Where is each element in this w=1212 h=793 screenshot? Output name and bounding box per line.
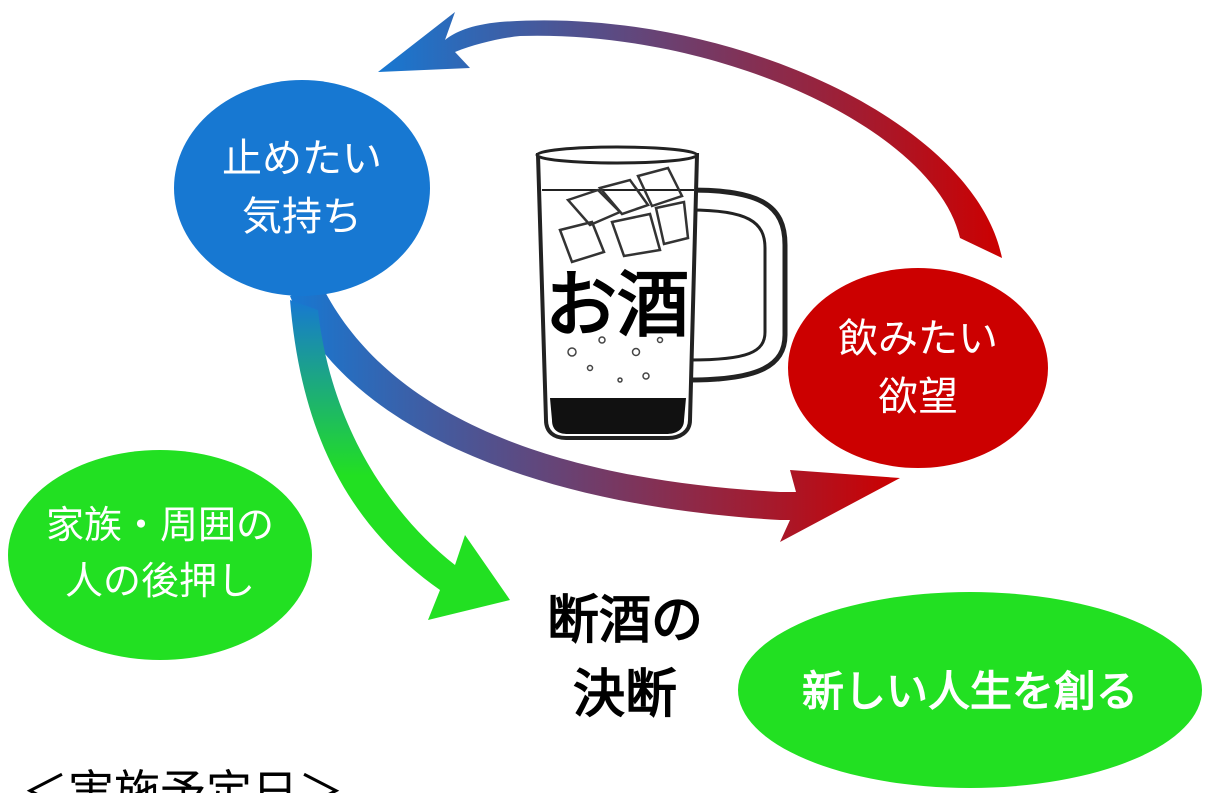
node-drink-line-2: 欲望: [878, 374, 958, 420]
arrow-drink-to-quit: [378, 12, 1002, 258]
beer-mug-icon: [535, 145, 788, 440]
node-drink-line-1: 飲みたい: [838, 316, 998, 362]
decision-label: 断酒の 決断: [547, 591, 703, 725]
arrow-quit-to-drink: [290, 286, 900, 542]
node-quit-feeling: 止めたい 気持ち: [174, 80, 430, 296]
decision-line-2: 決断: [573, 665, 677, 725]
node-new-life: 新しい人生を創る: [738, 592, 1202, 788]
node-family-line-2: 人の後押し: [65, 559, 255, 603]
center-label: お酒: [545, 263, 689, 347]
node-drink-desire: 飲みたい 欲望: [788, 268, 1048, 468]
node-quit-line-1: 止めたい: [222, 136, 382, 182]
node-family-support: 家族・周囲の 人の後押し: [8, 450, 312, 660]
decision-line-1: 断酒の: [547, 591, 703, 651]
arrow-to-decision: [290, 300, 510, 620]
node-quit-line-2: 気持ち: [242, 194, 362, 240]
node-new-life-label: 新しい人生を創る: [802, 667, 1138, 716]
node-family-line-1: 家族・周囲の: [46, 503, 274, 547]
scheduled-date-label: ＜実施予定日＞: [22, 765, 344, 793]
